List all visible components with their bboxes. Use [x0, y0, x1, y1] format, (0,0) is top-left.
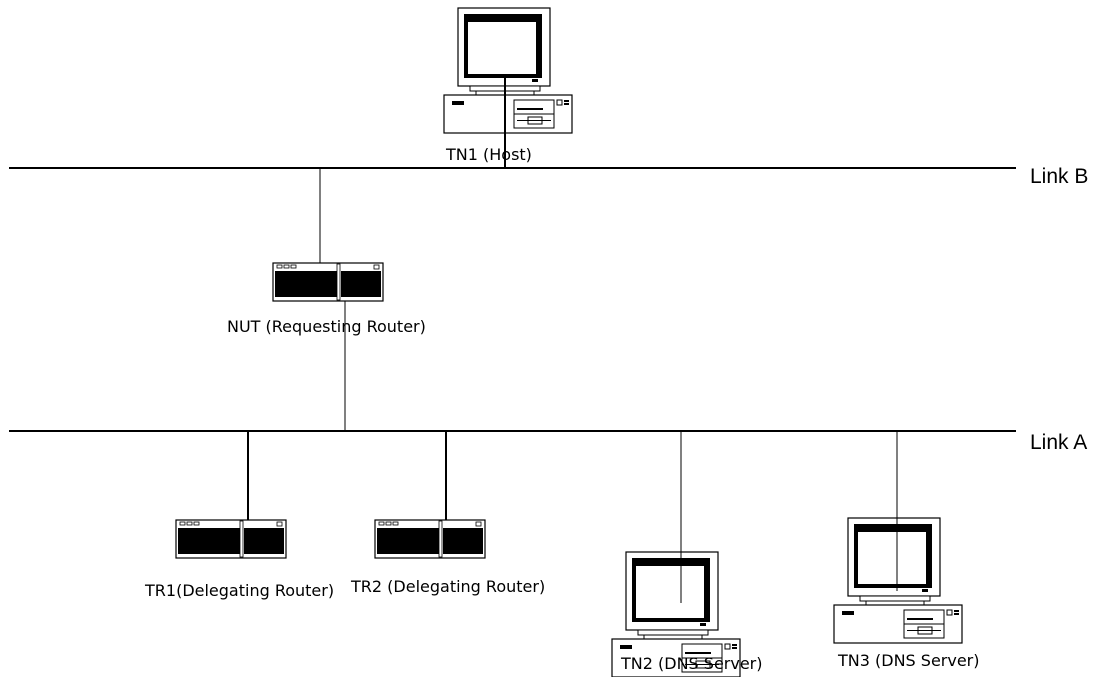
tr1-router-icon: [175, 519, 287, 559]
link-b-label: Link B: [1030, 165, 1088, 188]
tr2-router-icon: [374, 519, 486, 559]
nut-router-icon: [272, 262, 384, 302]
tr2-label: TR2 (Delegating Router): [350, 577, 545, 596]
tn3-label: TN3 (DNS Server): [837, 651, 980, 670]
tr1-label: TR1(Delegating Router): [144, 581, 334, 600]
tn1-computer-icon: [442, 6, 574, 135]
tn2-label: TN2 (DNS Server): [620, 654, 763, 673]
tn1-label: TN1 (Host): [445, 145, 532, 164]
tn3-computer-icon: [832, 516, 964, 645]
nut-label: NUT (Requesting Router): [227, 317, 426, 336]
link-a-label: Link A: [1030, 431, 1087, 454]
